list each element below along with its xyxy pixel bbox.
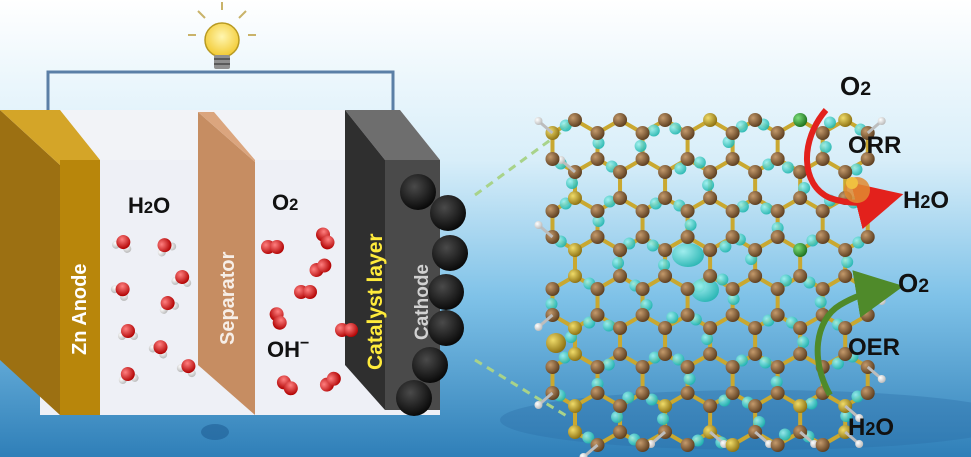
oxygen-molecule-icon [276,375,298,396]
orr-reaction: O2 ORR H2O [804,71,949,230]
catalyst-label: Catalyst layer [364,233,387,370]
separator-label: Separator [217,251,239,345]
water-molecule-icon [171,270,192,287]
cathode-label: Cathode [412,264,433,340]
water-molecule-icon [148,340,168,359]
molecules [110,227,358,396]
oxygen-molecule-icon [335,323,358,337]
oxygen-molecule-icon [316,227,335,250]
cathode-carbon-particles [396,174,468,416]
oxygen-molecule-icon [319,371,341,392]
orr-reactant-label: O2 [840,71,871,101]
circuit-wire [46,70,395,110]
water-molecule-icon [118,324,138,340]
oxygen-molecule-icon [309,258,332,277]
oer-reaction: O2 OER H2O [814,268,929,441]
water-molecule-icon [118,367,139,384]
oxygen-molecule-icon [261,240,284,254]
oxygen-molecule-icon [269,307,287,330]
orr-arrow [804,108,904,230]
water-molecule-icon [111,235,132,253]
oer-reactant-label: O2 [898,268,929,298]
lightbulb-icon [188,2,256,69]
hydroxide-label: OH− [267,335,309,362]
oer-product-label: H2O [848,414,894,441]
anode-label: Zn Anode [69,264,91,355]
oxygen-molecule-icon [294,285,317,299]
o2-label-cell: O2 [272,190,298,215]
h2o-label-left: H2O [128,193,170,218]
water-molecule-icon [157,238,177,257]
orr-product-label: H2O [903,187,949,214]
water-molecule-icon [110,282,130,301]
doped-graphene-lattice [534,113,886,457]
zoom-line-bottom [474,358,571,420]
orr-name-label: ORR [848,132,901,159]
water-molecule-icon [176,359,196,378]
oer-name-label: OER [848,334,900,361]
water-molecule-icon [159,296,180,314]
water-droplet [201,424,229,440]
oer-arrow [814,270,904,397]
separator [198,112,255,415]
zn-anode [0,110,100,415]
